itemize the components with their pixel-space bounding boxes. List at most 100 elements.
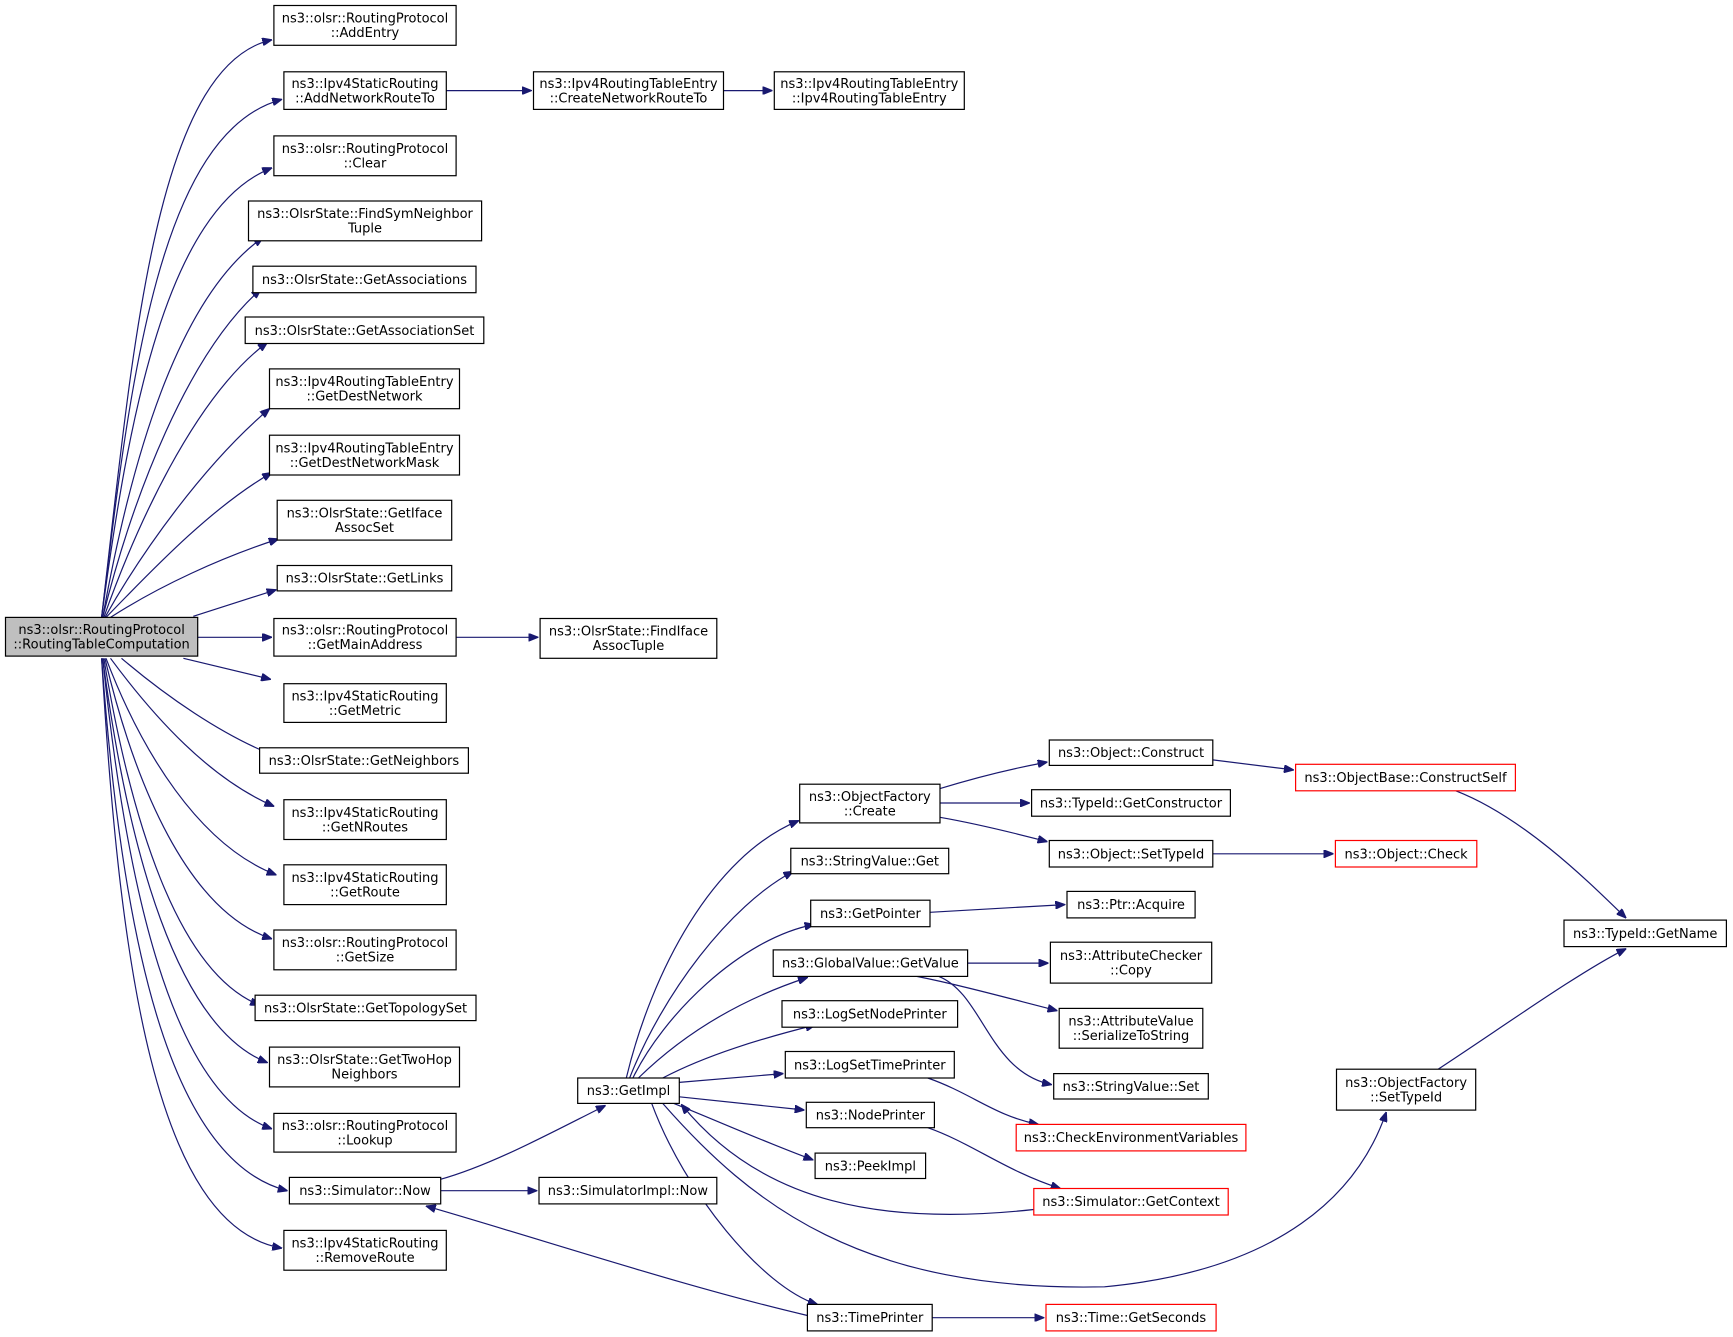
node-getroute[interactable]: ns3::Ipv4StaticRouting::GetRoute	[283, 864, 447, 906]
node-box[interactable]	[252, 265, 477, 294]
node-box[interactable]	[273, 1112, 457, 1153]
node-createnet[interactable]: ns3::Ipv4RoutingTableEntry::CreateNetwor…	[532, 71, 725, 111]
node-getseconds[interactable]: ns3::Time::GetSeconds	[1045, 1303, 1217, 1332]
node-root[interactable]: ns3::olsr::RoutingProtocol::RoutingTable…	[4, 616, 199, 657]
node-clear[interactable]: ns3::olsr::RoutingProtocol::Clear	[273, 135, 457, 177]
node-box[interactable]	[288, 1176, 442, 1205]
node-objconstruct[interactable]: ns3::Object::Construct	[1048, 739, 1214, 766]
node-getassoc[interactable]: ns3::OlsrState::GetAssociations	[252, 265, 477, 294]
node-box[interactable]	[1015, 1123, 1247, 1152]
node-box[interactable]	[810, 899, 931, 928]
node-getcontext[interactable]: ns3::Simulator::GetContext	[1033, 1187, 1229, 1216]
node-gvgetvalue[interactable]: ns3::GlobalValue::GetValue	[772, 949, 969, 978]
node-box[interactable]	[539, 617, 718, 659]
node-ptracquire[interactable]: ns3::Ptr::Acquire	[1066, 890, 1196, 919]
node-box[interactable]	[781, 1000, 959, 1028]
node-box[interactable]	[283, 71, 447, 111]
node-box[interactable]	[1030, 789, 1231, 817]
node-objcheck[interactable]: ns3::Object::Check	[1334, 839, 1478, 868]
node-box[interactable]	[247, 200, 483, 242]
node-checkenv[interactable]: ns3::CheckEnvironmentVariables	[1015, 1123, 1247, 1152]
node-getdestnet[interactable]: ns3::Ipv4RoutingTableEntry::GetDestNetwo…	[268, 368, 461, 410]
node-box[interactable]	[532, 71, 725, 111]
node-typeidgetname[interactable]: ns3::TypeId::GetName	[1563, 919, 1727, 948]
node-strset[interactable]: ns3::StringValue::Set	[1053, 1072, 1209, 1100]
node-box[interactable]	[1045, 1303, 1217, 1332]
node-box[interactable]	[283, 864, 447, 906]
node-box[interactable]	[273, 617, 457, 657]
node-logsetnode[interactable]: ns3::LogSetNodePrinter	[781, 1000, 959, 1028]
node-getsize[interactable]: ns3::olsr::RoutingProtocol::GetSize	[273, 929, 457, 971]
node-box[interactable]	[790, 847, 950, 875]
node-objfcreate[interactable]: ns3::ObjectFactory::Create	[799, 783, 941, 824]
node-constructself[interactable]: ns3::ObjectBase::ConstructSelf	[1294, 763, 1516, 792]
node-peekimpl[interactable]: ns3::PeekImpl	[814, 1152, 927, 1180]
node-box[interactable]	[577, 1077, 680, 1104]
node-box[interactable]	[4, 616, 199, 657]
node-getpointer[interactable]: ns3::GetPointer	[810, 899, 931, 928]
node-box[interactable]	[1053, 1072, 1209, 1100]
node-box[interactable]	[1049, 941, 1213, 984]
node-box[interactable]	[268, 368, 461, 410]
node-getassocset[interactable]: ns3::OlsrState::GetAssociationSet	[244, 316, 485, 345]
node-box[interactable]	[273, 4, 457, 46]
node-box[interactable]	[1066, 890, 1196, 919]
node-logsettime[interactable]: ns3::LogSetTimePrinter	[784, 1050, 955, 1079]
node-box[interactable]	[268, 1046, 461, 1088]
node-box[interactable]	[538, 1176, 718, 1205]
node-box[interactable]	[273, 929, 457, 971]
node-getlinks[interactable]: ns3::OlsrState::GetLinks	[276, 564, 453, 592]
node-simnow[interactable]: ns3::Simulator::Now	[288, 1176, 442, 1205]
node-settypeid[interactable]: ns3::Object::SetTypeId	[1048, 839, 1214, 868]
node-lookup[interactable]: ns3::olsr::RoutingProtocol::Lookup	[273, 1112, 457, 1153]
node-box[interactable]	[1048, 839, 1214, 868]
node-box[interactable]	[276, 499, 453, 541]
node-box[interactable]	[799, 783, 941, 824]
node-box[interactable]	[1563, 919, 1727, 948]
node-box[interactable]	[805, 1101, 935, 1129]
node-box[interactable]	[806, 1303, 933, 1332]
node-getdestmask[interactable]: ns3::Ipv4RoutingTableEntry::GetDestNetwo…	[268, 434, 461, 476]
node-box[interactable]	[1033, 1187, 1229, 1216]
node-box[interactable]	[283, 683, 447, 724]
node-getneighbors[interactable]: ns3::OlsrState::GetNeighbors	[259, 747, 470, 774]
node-getmainaddr[interactable]: ns3::olsr::RoutingProtocol::GetMainAddre…	[273, 617, 457, 657]
node-removeroute[interactable]: ns3::Ipv4StaticRouting::RemoveRoute	[283, 1229, 447, 1271]
node-gettypector[interactable]: ns3::TypeId::GetConstructor	[1030, 789, 1231, 817]
node-box[interactable]	[1294, 763, 1516, 792]
node-box[interactable]	[773, 71, 965, 111]
node-getimpl[interactable]: ns3::GetImpl	[577, 1077, 680, 1104]
node-box[interactable]	[1058, 1007, 1204, 1049]
node-strget[interactable]: ns3::StringValue::Get	[790, 847, 950, 875]
node-box[interactable]	[254, 994, 477, 1022]
node-box[interactable]	[1335, 1068, 1477, 1111]
node-nodeprinter[interactable]: ns3::NodePrinter	[805, 1101, 935, 1129]
node-attrcheckcopy[interactable]: ns3::AttributeChecker::Copy	[1049, 941, 1213, 984]
node-addnetroute[interactable]: ns3::Ipv4StaticRouting::AddNetworkRouteT…	[283, 71, 447, 111]
node-simimplnow[interactable]: ns3::SimulatorImpl::Now	[538, 1176, 718, 1205]
node-box[interactable]	[1334, 839, 1478, 868]
node-box[interactable]	[784, 1050, 955, 1079]
node-getnroutes[interactable]: ns3::Ipv4StaticRouting::GetNRoutes	[283, 799, 447, 841]
node-timeprinter[interactable]: ns3::TimePrinter	[806, 1303, 933, 1332]
node-box[interactable]	[273, 135, 457, 177]
node-addentry[interactable]: ns3::olsr::RoutingProtocol::AddEntry	[273, 4, 457, 46]
node-box[interactable]	[268, 434, 461, 476]
node-box[interactable]	[814, 1152, 927, 1180]
node-rtentry[interactable]: ns3::Ipv4RoutingTableEntry::Ipv4RoutingT…	[773, 71, 965, 111]
node-ofsettypeid[interactable]: ns3::ObjectFactory::SetTypeId	[1335, 1068, 1477, 1111]
node-box[interactable]	[244, 316, 485, 345]
node-box[interactable]	[259, 747, 470, 774]
node-box[interactable]	[276, 564, 453, 592]
node-box[interactable]	[1048, 739, 1214, 766]
node-getmetric[interactable]: ns3::Ipv4StaticRouting::GetMetric	[283, 683, 447, 724]
node-gettopo[interactable]: ns3::OlsrState::GetTopologySet	[254, 994, 477, 1022]
node-box[interactable]	[283, 799, 447, 841]
node-box[interactable]	[283, 1229, 447, 1271]
node-box[interactable]	[772, 949, 969, 978]
node-attrvalser[interactable]: ns3::AttributeValue::SerializeToString	[1058, 1007, 1204, 1049]
